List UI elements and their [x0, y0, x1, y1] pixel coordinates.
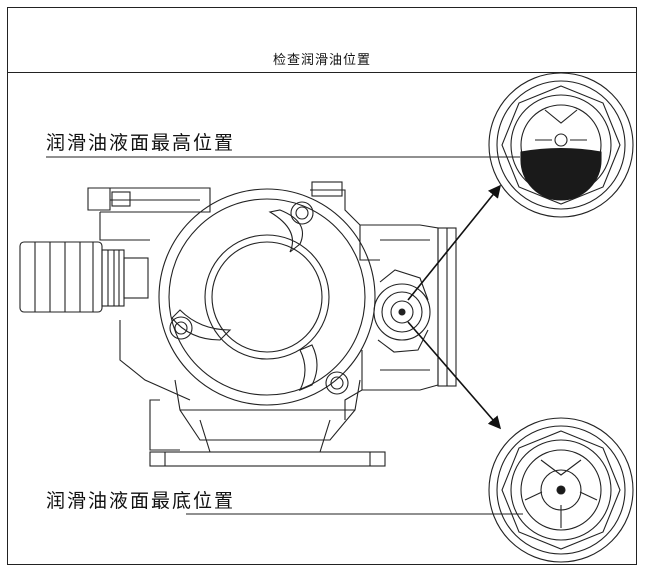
arrow-to-max-gauge [407, 184, 502, 301]
header-panel: 检查润滑油位置 [7, 7, 637, 73]
diagram-title: 检查润滑油位置 [272, 53, 371, 68]
pump-body-drawing [19, 181, 457, 467]
max-oil-level-label: 润滑油液面最高位置 [46, 132, 236, 154]
diagram-frame [7, 7, 637, 565]
min-oil-level-label: 润滑油液面最底位置 [46, 490, 236, 512]
min-level-sight-glass-icon [488, 417, 634, 563]
max-level-sight-glass-icon [488, 72, 634, 218]
arrow-to-min-gauge [407, 321, 502, 430]
